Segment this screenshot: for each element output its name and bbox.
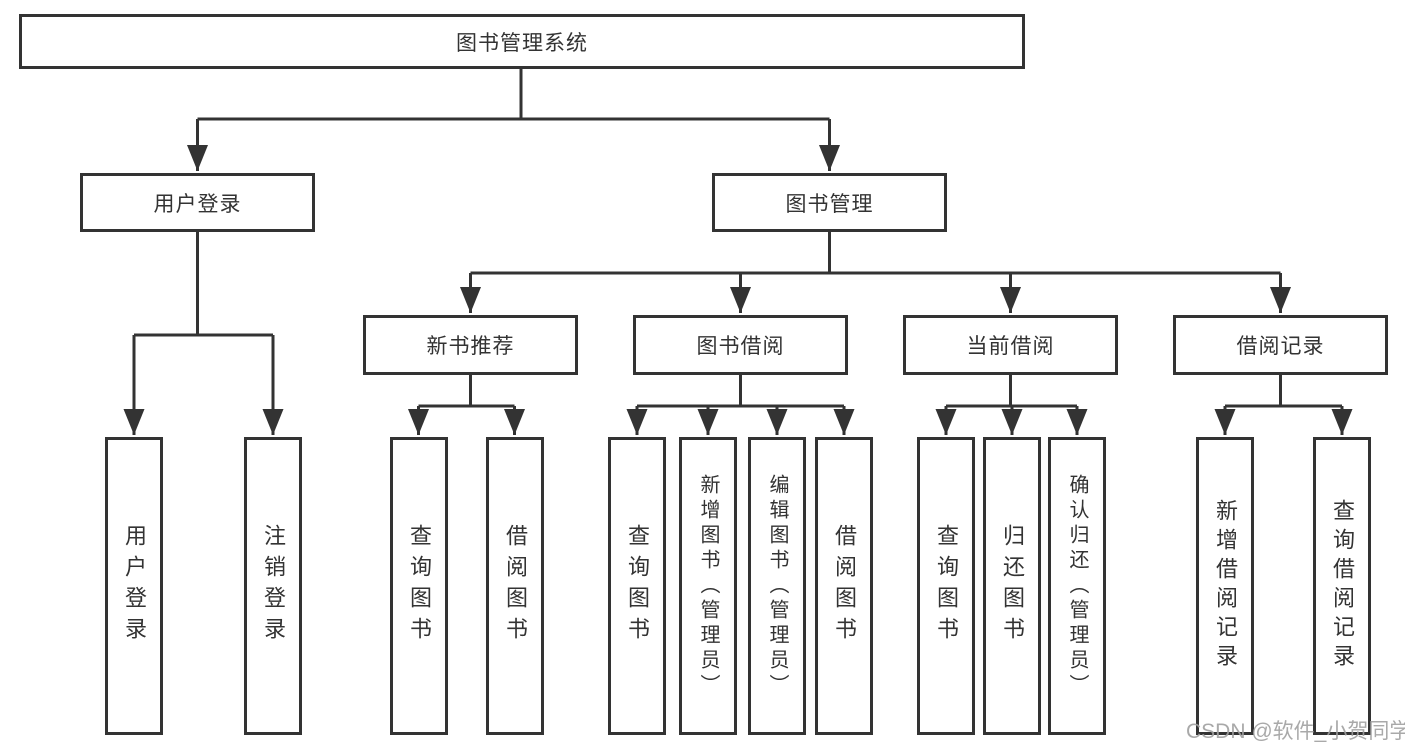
node-label: 用户登录 [153,192,242,216]
csdn-watermark: CSDN @软件_小贺同学 [1186,720,1405,743]
leaf-label: 新增图书（管理员） [697,473,719,699]
leaf-return-books: 归还图书 [983,437,1041,735]
node-label: 当前借阅 [966,335,1055,358]
leaf-add-book-admin: 新增图书（管理员） [679,437,737,735]
node-user-login: 用户登录 [80,173,315,232]
leaf-label: 查询图书 [625,524,650,648]
leaf-label: 归还图书 [1000,524,1025,648]
leaf-label: 新增借阅记录 [1213,499,1238,673]
leaf-label: 借阅图书 [832,524,857,648]
leaf-query-borrow-record: 查询借阅记录 [1313,437,1371,735]
node-current-borrow: 当前借阅 [903,315,1118,375]
node-library-management-system: 图书管理系统 [19,14,1025,69]
leaf-label: 用户登录 [122,524,147,648]
tree-edges [123,69,1353,435]
node-book-borrow: 图书借阅 [633,315,848,375]
leaf-borrow-books-recommend: 借阅图书 [486,437,544,735]
leaf-query-books-current: 查询图书 [917,437,975,735]
leaf-borrow-books: 借阅图书 [815,437,873,735]
node-label: 图书借阅 [696,335,785,358]
node-label: 图书管理 [785,192,874,216]
node-label: 借阅记录 [1236,335,1325,358]
leaf-query-books-recommend: 查询图书 [390,437,448,735]
leaf-add-borrow-record: 新增借阅记录 [1196,437,1254,735]
leaf-label: 查询图书 [934,524,959,648]
leaf-label: 查询借阅记录 [1330,499,1355,673]
node-book-management: 图书管理 [712,173,947,232]
node-borrow-records: 借阅记录 [1173,315,1388,375]
leaf-label: 注销登录 [261,524,286,648]
leaf-query-books-borrow: 查询图书 [608,437,666,735]
leaf-label: 确认归还（管理员） [1066,473,1088,699]
leaf-label: 查询图书 [407,524,432,648]
leaf-logout: 注销登录 [244,437,302,735]
leaf-label: 编辑图书（管理员） [766,473,788,699]
node-label: 新书推荐 [426,335,515,358]
node-new-book-recommend: 新书推荐 [363,315,578,375]
leaf-label: 借阅图书 [503,524,528,648]
leaf-confirm-return-admin: 确认归还（管理员） [1048,437,1106,735]
leaf-edit-book-admin: 编辑图书（管理员） [748,437,806,735]
leaf-user-login: 用户登录 [105,437,163,735]
node-label: 图书管理系统 [456,31,588,55]
